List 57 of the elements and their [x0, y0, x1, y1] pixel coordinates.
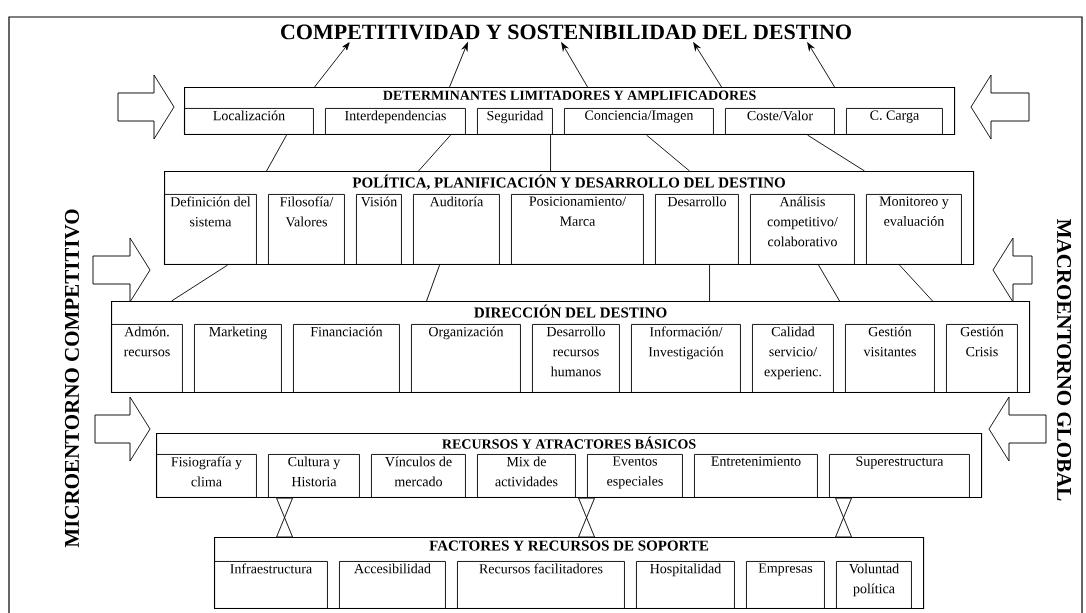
arrow: [693, 42, 722, 88]
side-label: MACROENTORNO GLOBAL: [1056, 219, 1072, 501]
category-cell: Accesibilidad: [339, 561, 446, 609]
category-cell: Definición del sistema: [164, 194, 257, 265]
category-cell: Conciencia/Imagen: [564, 108, 714, 135]
category-cell: Cultura y Historia: [268, 454, 360, 498]
category-cell: Eventos especiales: [587, 454, 683, 498]
category-cell: Auditoría: [413, 194, 500, 265]
title: COMPETITIVIDAD Y SOSTENIBILIDAD DEL DESTINO: [281, 24, 851, 40]
connector-line: [418, 134, 451, 172]
category-cell: Organización: [411, 324, 521, 393]
category-cell: Desarrollo: [655, 194, 739, 265]
category-cell: Análisis competitivo/ colaborativo: [750, 194, 855, 265]
connector-line: [550, 134, 551, 172]
category-cell: Voluntad política: [836, 561, 912, 609]
connector-line: [709, 264, 710, 302]
category-cell: Recursos facilitadores: [457, 561, 625, 609]
arrow: [314, 42, 350, 88]
category-cell: Hospitalidad: [636, 561, 735, 609]
connector-line: [899, 264, 933, 302]
connector-line: [646, 134, 690, 172]
category-cell: Financiación: [293, 324, 400, 393]
category-cell: Posicionamiento/ Marca: [511, 194, 644, 265]
category-cell: Información/ Investigación: [631, 324, 741, 393]
arrow: [449, 42, 468, 88]
category-cell: Mix de actividades: [477, 454, 576, 498]
category-cell: Filosofía/ Valores: [268, 194, 345, 265]
category-cell: Vínculos de mercado: [371, 454, 466, 498]
category-cell: Interdependencias: [325, 108, 466, 135]
hourglass-connector: [276, 497, 293, 538]
connector-line: [426, 264, 440, 302]
connector-line: [266, 134, 287, 172]
category-cell: Entretenimiento: [694, 454, 818, 498]
category-cell: Superestructura: [829, 454, 970, 498]
category-cell: Coste/Valor: [725, 108, 835, 135]
hourglass-connector: [578, 497, 595, 538]
category-cell: C. Carga: [846, 108, 943, 135]
category-cell: Empresas: [746, 561, 825, 609]
category-cell: Infraestructura: [214, 561, 328, 609]
category-cell: Localización: [184, 108, 314, 135]
category-cell: Admón. recursos: [111, 324, 183, 393]
side-label: MICROENTORNO COMPETITIVO: [64, 209, 80, 548]
connector-line: [818, 264, 840, 302]
category-cell: Monitoreo y evaluación: [866, 194, 962, 265]
arrow: [561, 42, 588, 88]
category-cell: Calidad servicio/ experienc.: [752, 324, 834, 393]
category-cell: Gestión visitantes: [845, 324, 935, 393]
category-cell: Gestión Crisis: [946, 324, 1018, 393]
hourglass-connector: [835, 497, 852, 538]
category-cell: Seguridad: [477, 108, 553, 135]
category-cell: Desarrollo recursos humanos: [532, 324, 620, 393]
category-cell: Marketing: [194, 324, 282, 393]
arrow: [807, 42, 835, 88]
category-cell: Visión: [356, 194, 402, 265]
connector-line: [807, 134, 865, 172]
category-cell: Fisiografía y clima: [156, 454, 257, 498]
connector-line: [171, 264, 228, 302]
